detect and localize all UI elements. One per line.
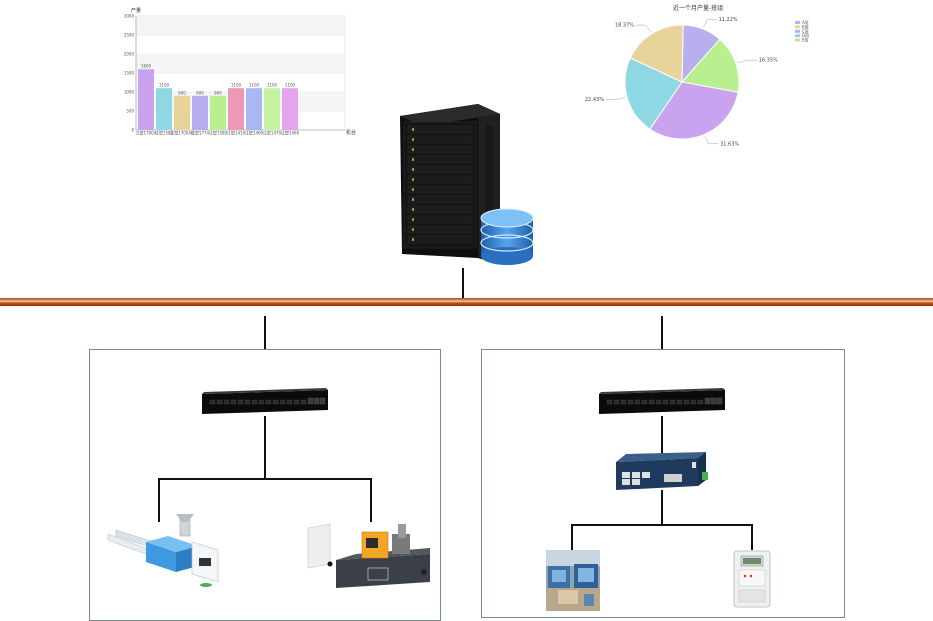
bar-ytick-label: 0	[131, 128, 134, 133]
bar	[282, 88, 298, 130]
database-icon	[480, 208, 534, 265]
bar-category-label: 注塑1479	[263, 130, 282, 136]
pie-leader-line	[703, 19, 718, 28]
pie-legend-label: D班	[802, 32, 809, 38]
bar-value-label: 900	[196, 90, 204, 95]
bar-value-label: 1100	[285, 83, 296, 88]
right-branch-to-meter	[751, 524, 753, 550]
pie-slice-label: 22.43%	[585, 97, 604, 103]
network-switch-icon	[599, 388, 725, 414]
right-switch-connector	[661, 416, 663, 454]
pie-leader-line	[635, 24, 652, 33]
pie-slice-label: 31.63%	[720, 141, 739, 147]
bar-ytick-label: 2500	[124, 33, 135, 38]
injection-molding-machine-icon	[307, 523, 430, 588]
bar	[156, 88, 172, 130]
pie-slice-label: 16.35%	[759, 58, 778, 64]
bar-category-label: 注塑1774	[191, 130, 210, 136]
left-branch	[158, 478, 372, 480]
bar-category-label: 注塑1469	[281, 130, 300, 136]
bar	[174, 95, 190, 130]
bar-chart: 产量 机台 0 500 1000 1500 2000 2500 3000 1600 注塑170…	[124, 7, 356, 136]
bar-value-label: 1100	[159, 83, 170, 88]
bar-ytick-label: 3000	[124, 14, 135, 19]
factory-photo-icon	[546, 550, 600, 611]
pie-legend-label: E班	[802, 37, 809, 43]
bar-ytick-label: 2000	[124, 52, 135, 57]
pie-slice	[649, 81, 739, 140]
pie-legend-swatch	[795, 34, 800, 38]
bar-value-label: 1100	[267, 83, 278, 88]
bar-value-label: 1100	[231, 83, 242, 88]
bar-value-label: 900	[214, 90, 222, 95]
bar	[210, 95, 226, 130]
pie-leader-line	[737, 59, 758, 64]
bar-value-label: 900	[178, 90, 186, 95]
network-bus	[0, 298, 933, 306]
left-branch-to-extruder	[158, 478, 160, 522]
pie-legend-label: A班	[802, 19, 809, 25]
left-branch-to-injection	[370, 478, 372, 522]
pie-legend-swatch	[795, 21, 800, 24]
bar-category-label: 注塑1419	[227, 130, 246, 136]
bar	[192, 95, 208, 130]
pie-legend-swatch	[795, 38, 800, 42]
bar-value-label: 1100	[249, 83, 260, 88]
pie-legend-swatch	[795, 25, 800, 29]
bar-value-label: 1600	[141, 64, 152, 69]
bar-category-label: 注塑1580	[155, 130, 174, 136]
extruder-machine-icon	[107, 514, 219, 587]
bus-drop-left	[264, 316, 266, 349]
gateway-connector	[661, 490, 663, 524]
server-group	[392, 100, 542, 270]
bar-category-label: 注塑1469	[245, 130, 264, 136]
pie-chart-title: 近一个月产量-班组	[673, 4, 723, 12]
bar	[246, 88, 262, 130]
pie-legend-label: B班	[802, 23, 809, 29]
right-branch-to-photo	[571, 524, 573, 550]
bar-chart-xlabel: 机台	[346, 129, 356, 136]
bar-category-label: 注塑1580	[209, 130, 228, 136]
bar-category-label: 注塑1700AB	[170, 130, 194, 136]
pie-slice	[629, 24, 684, 83]
electric-meter-icon	[733, 550, 771, 608]
bar-ytick-label: 500	[126, 109, 134, 114]
pie-leader-line	[605, 97, 626, 100]
left-switch-connector	[264, 416, 266, 478]
bar-category-label: 注塑1700A	[136, 130, 157, 136]
right-branch	[571, 524, 753, 526]
bus-drop-right	[661, 316, 663, 349]
bar-ytick-label: 1500	[124, 71, 135, 76]
bar	[264, 88, 280, 130]
pie-slice-label: 11.22%	[719, 17, 738, 23]
pie-legend-swatch	[795, 29, 800, 33]
network-switch-icon	[202, 388, 328, 414]
bar-chart-ylabel: 产量	[131, 7, 141, 14]
pie-legend-label: C班	[802, 28, 809, 34]
pie-slice	[681, 38, 740, 93]
bar	[138, 69, 154, 130]
bar-ytick-label: 1000	[124, 90, 135, 95]
server-rack-icon	[400, 104, 500, 264]
pie-leader-line	[704, 136, 719, 145]
server-connector	[462, 268, 464, 298]
bar	[228, 88, 244, 130]
pie-slice-label: 18.37%	[615, 23, 634, 29]
industrial-gateway-icon	[616, 452, 708, 490]
pie-chart: 近一个月产量-班组 11.22% 16.35% 31.63% 22.43% 18.37%…	[585, 4, 809, 147]
